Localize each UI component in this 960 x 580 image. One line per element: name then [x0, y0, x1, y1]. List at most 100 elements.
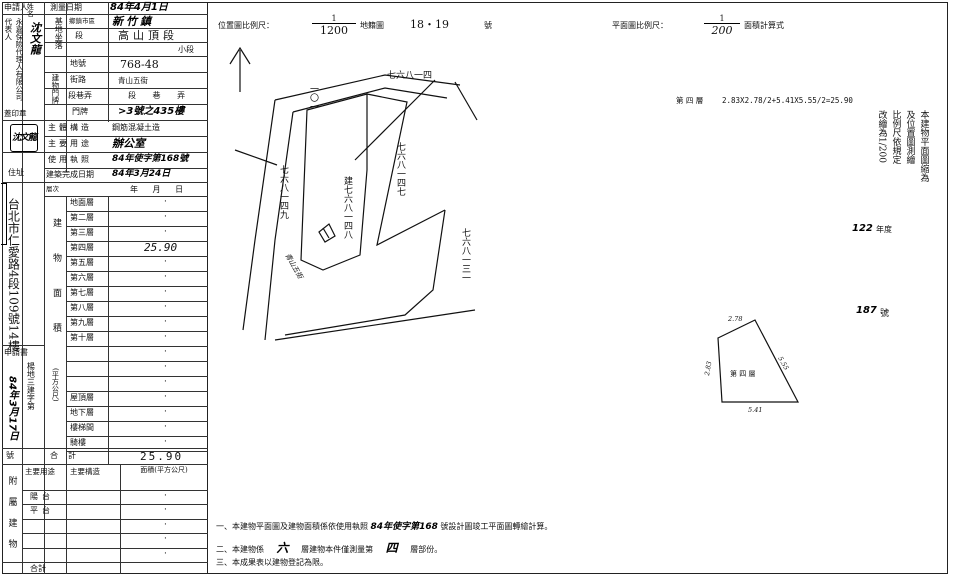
- location-map: 七六八一四 建七六八一四八 七六八一四七 七六八一四九 七六八一三一 一〇一 青…: [229, 46, 478, 341]
- scale-num: 1: [331, 14, 337, 23]
- floor-name: 第八層: [70, 303, 94, 312]
- calc-floor: 第 四 層: [676, 96, 704, 105]
- road-left-outer: [242, 99, 276, 331]
- attach-row-area: ·: [164, 548, 167, 559]
- floor-area: ·: [164, 362, 167, 372]
- note-2-mid: 層建物本件僅測量第: [301, 545, 374, 554]
- applicant-seal: 沈文龍: [10, 124, 38, 152]
- completion-label: 建築完成日期: [46, 170, 94, 179]
- attach-row-area: ·: [164, 519, 167, 530]
- floor-area: ·: [164, 212, 167, 222]
- lot-right-outline: [366, 93, 446, 247]
- lot-label: 地號: [70, 59, 86, 68]
- side-note-2: 及位置圖測繪: [904, 110, 915, 164]
- applicant-label: 申請人: [4, 3, 28, 12]
- town-label: 鄉鎮市區: [69, 17, 95, 25]
- note-2-value-2: 四: [385, 541, 398, 555]
- note-2-tail: 層部份。: [410, 545, 443, 554]
- attach-area-label: 面積(平方公尺): [140, 466, 188, 474]
- note-3: 三、本成果表以建物登記為限。: [216, 558, 328, 567]
- lane-value: 段 巷 弄: [128, 91, 186, 100]
- structure-label: 主體構造: [48, 123, 92, 132]
- sheet-no-label: 號: [484, 21, 492, 30]
- street-label: 街路: [70, 75, 86, 84]
- calc-formula: 2.83X2.78/2+5.41X5.55/2=25.90: [722, 96, 853, 105]
- survey-date-value: 84年4月1日: [110, 2, 168, 13]
- lot-left-label: 七六八一四九: [278, 165, 289, 220]
- floor-name: 騎樓: [70, 438, 86, 447]
- applicant-rep: 沈文龍: [28, 22, 42, 55]
- seal-text: 沈文龍: [12, 133, 37, 143]
- floor-area: ·: [164, 347, 167, 357]
- floor-name: 第九層: [70, 318, 94, 327]
- floor-name: 屋頂層: [70, 393, 94, 402]
- plan-scale-num: 1: [719, 14, 725, 23]
- page-border: [2, 2, 948, 574]
- floor-plan-label: 第 四 層: [730, 369, 755, 378]
- road-left-inner: [264, 111, 294, 341]
- floor-area: ·: [164, 377, 167, 387]
- note-2-value-1: 六: [276, 541, 289, 555]
- floor-name: 第五層: [70, 258, 94, 267]
- section-value: 高山頂段: [118, 29, 178, 42]
- sheet-label: 地籍圖: [360, 21, 384, 30]
- floor-area: ·: [164, 392, 167, 402]
- attach-row-area: ·: [164, 505, 167, 516]
- floor-plan-outline: [717, 319, 799, 403]
- plan-scale-den: 200: [704, 23, 740, 37]
- side-text-2: 號: [880, 309, 890, 319]
- plan-scale: 1 200: [704, 14, 740, 37]
- floor-area: ·: [164, 197, 167, 207]
- side-note-1: 本建物平面圖縮為: [918, 110, 929, 182]
- attach-row-name: 陽台: [30, 492, 54, 501]
- attach-row-area: ·: [164, 534, 167, 545]
- floor-name: 第四層: [70, 243, 94, 252]
- plan-scale-label: 平面圖比例尺：: [612, 21, 668, 30]
- dim-d: 5.41: [748, 406, 762, 414]
- building-label: 建物門牌: [50, 74, 60, 104]
- floor-header-label: 層次: [46, 185, 59, 193]
- applicant-name: 永嘉保險代理人有限公司: [14, 18, 24, 101]
- calc-label: 面積計算式: [744, 21, 784, 30]
- floor-name: 第六層: [70, 273, 94, 282]
- survey-date-label: 測量日期: [50, 3, 82, 12]
- floor-name: 第七層: [70, 288, 94, 297]
- location-scale: 1 1200: [312, 14, 356, 37]
- subsection-label: 小段: [178, 45, 194, 54]
- attach-struct-label: 主要構造: [70, 467, 100, 476]
- lot-center-label: 七六八一四七: [395, 142, 406, 196]
- road-bottom: [274, 309, 476, 341]
- lot-main-outline: [300, 93, 368, 271]
- town-value: 新竹鎮: [112, 15, 154, 28]
- side-num-1: 122: [852, 223, 873, 234]
- appl-doc-label: 申請書: [4, 348, 28, 357]
- area-group-label: 建物面積: [51, 218, 61, 358]
- attach-label: 附屬建物: [6, 476, 17, 560]
- floor-area: ·: [164, 302, 167, 312]
- lane-label: 段巷弄: [68, 91, 92, 100]
- floor-area: ·: [164, 227, 167, 237]
- note-2: 二、本建物係 六 層建物本件僅測量第 四 層部份。: [216, 542, 442, 554]
- dim-b: 5.55: [776, 355, 790, 372]
- note-2-text: 二、本建物係: [216, 545, 264, 554]
- base-label: 基地坐落: [54, 17, 64, 49]
- scale-label: 位置圖比例尺：: [218, 21, 274, 30]
- appl-doc-date: 84年3月17日: [6, 376, 18, 441]
- floor-area: ·: [164, 272, 167, 282]
- floor-area: ·: [164, 257, 167, 267]
- floor-area: ·: [164, 407, 167, 417]
- right-tick: [454, 81, 478, 121]
- dim-a: 2.78: [727, 315, 742, 323]
- total-label: 合計: [50, 451, 86, 460]
- road-top: [274, 74, 461, 101]
- lot-small-label: 一〇一: [308, 84, 319, 111]
- number-value: >3號之435樓: [118, 106, 185, 117]
- floor-name: 地面層: [70, 198, 94, 207]
- form-panel: [2, 2, 208, 574]
- floor-area: ·: [164, 317, 167, 327]
- attach-use-label: 主要用途: [25, 467, 55, 476]
- lot-right-label: 七六八一三一: [460, 228, 471, 282]
- road-top-inner: [292, 87, 448, 113]
- floor-name: 第三層: [70, 228, 94, 237]
- address-bracket: [1, 183, 7, 245]
